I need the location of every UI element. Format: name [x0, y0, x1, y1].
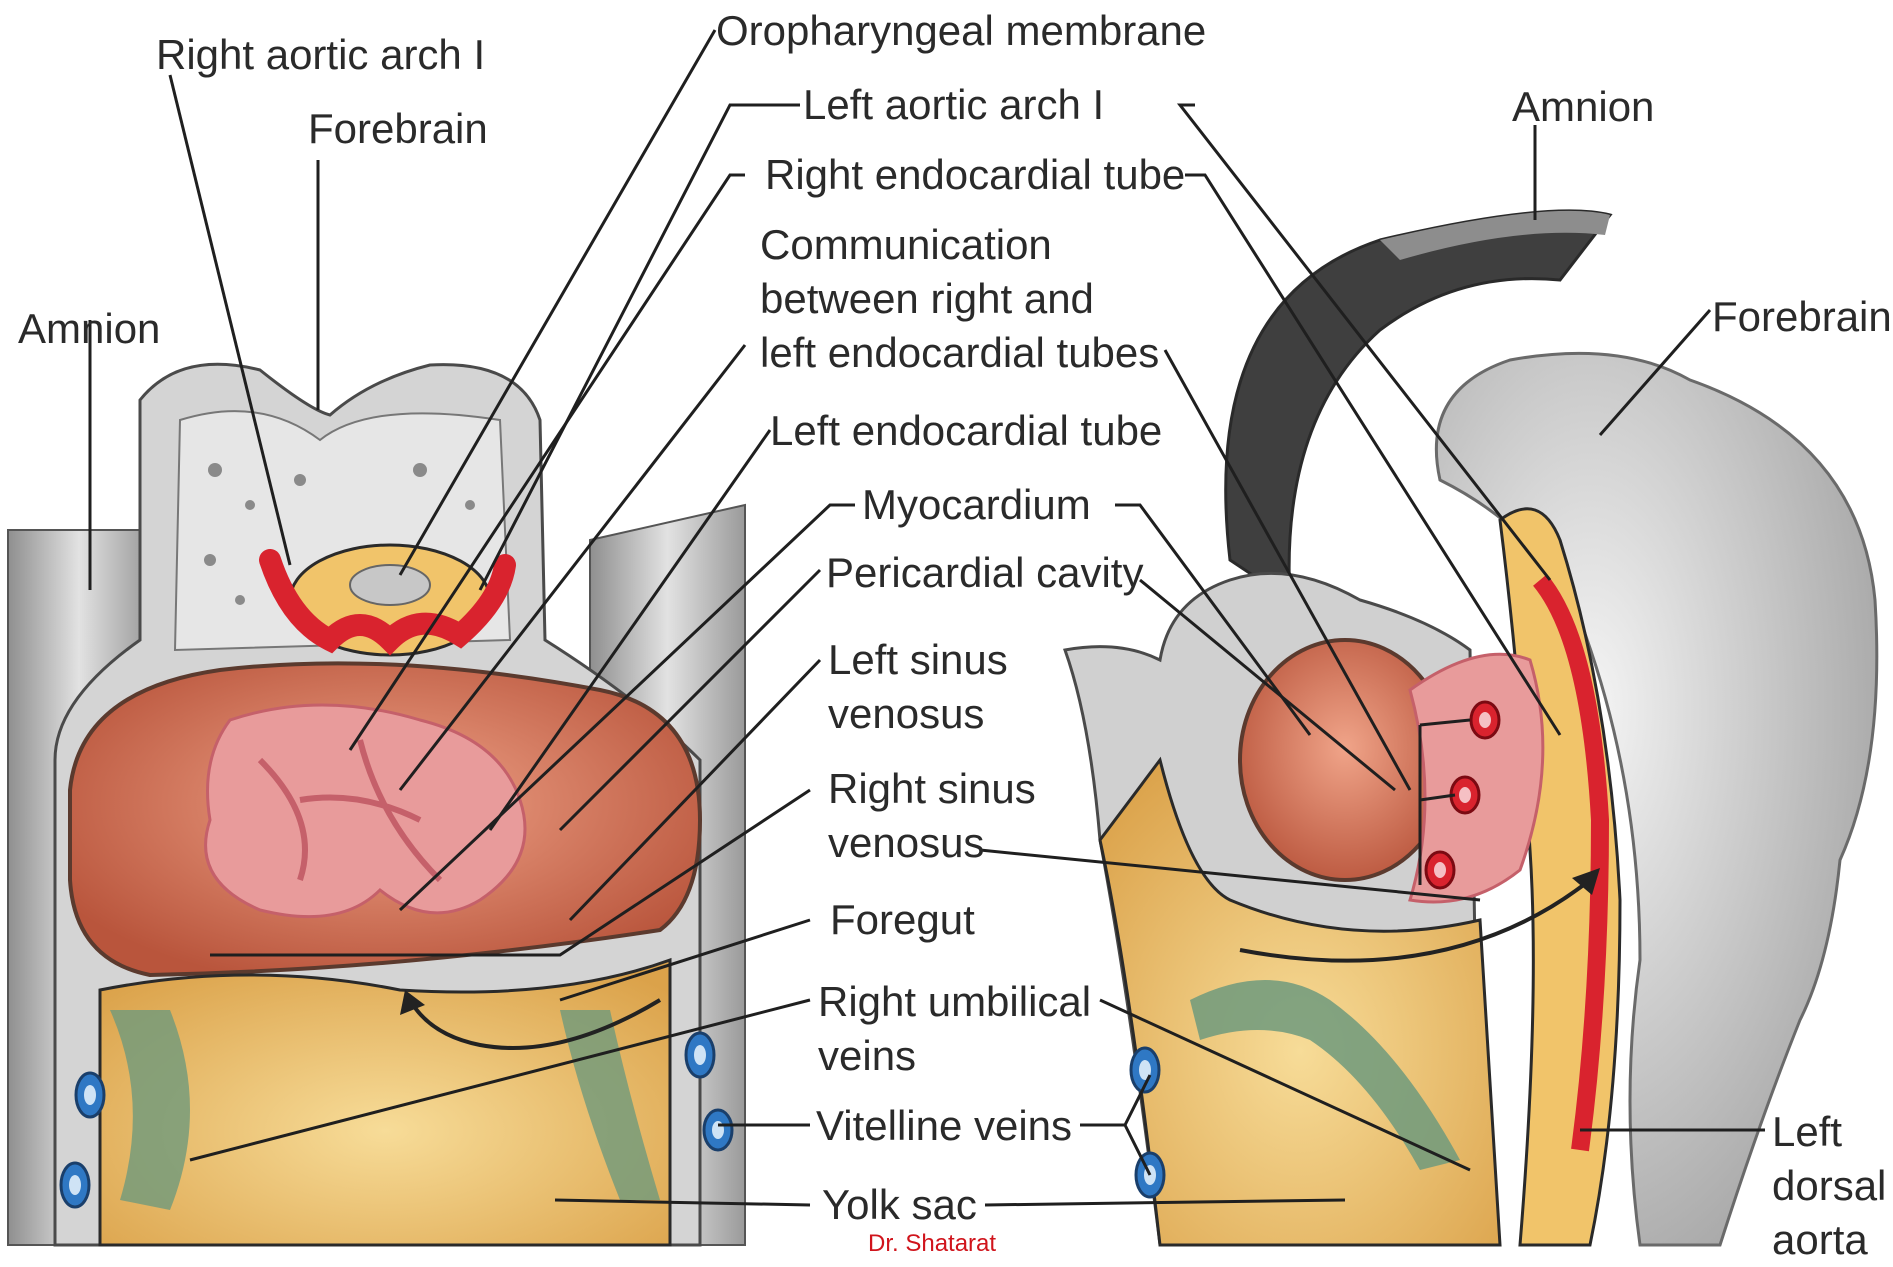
label-forebrain-right: Forebrain — [1712, 292, 1892, 342]
right-lateral-view — [1065, 211, 1877, 1245]
label-right-sinus-venosus: Right sinus venosus — [828, 762, 1036, 870]
label-right-endocardial-tube: Right endocardial tube — [765, 150, 1185, 200]
label-communication: Communication between right and left end… — [760, 218, 1159, 380]
label-myocardium: Myocardium — [862, 480, 1091, 530]
label-right-umbilical-veins: Right umbilical veins — [818, 975, 1091, 1083]
label-left-sinus-venosus: Left sinus venosus — [828, 633, 1008, 741]
label-oropharyngeal-membrane: Oropharyngeal membrane — [716, 6, 1206, 56]
label-left-endocardial-tube: Left endocardial tube — [770, 406, 1162, 456]
label-forebrain-left: Forebrain — [308, 104, 488, 154]
label-yolk-sac: Yolk sac — [822, 1180, 977, 1230]
label-amnion-left: Amnion — [18, 304, 160, 354]
label-left-aortic-arch: Left aortic arch I — [803, 80, 1104, 130]
label-pericardial-cavity: Pericardial cavity — [826, 548, 1143, 598]
credit-text: Dr. Shatarat — [868, 1230, 996, 1258]
label-amnion-right: Amnion — [1512, 82, 1654, 132]
label-right-aortic-arch: Right aortic arch I — [156, 30, 485, 80]
label-foregut: Foregut — [830, 895, 975, 945]
label-vitelline-veins: Vitelline veins — [816, 1101, 1072, 1151]
label-left-dorsal-aorta: Left dorsal aorta — [1772, 1105, 1886, 1267]
